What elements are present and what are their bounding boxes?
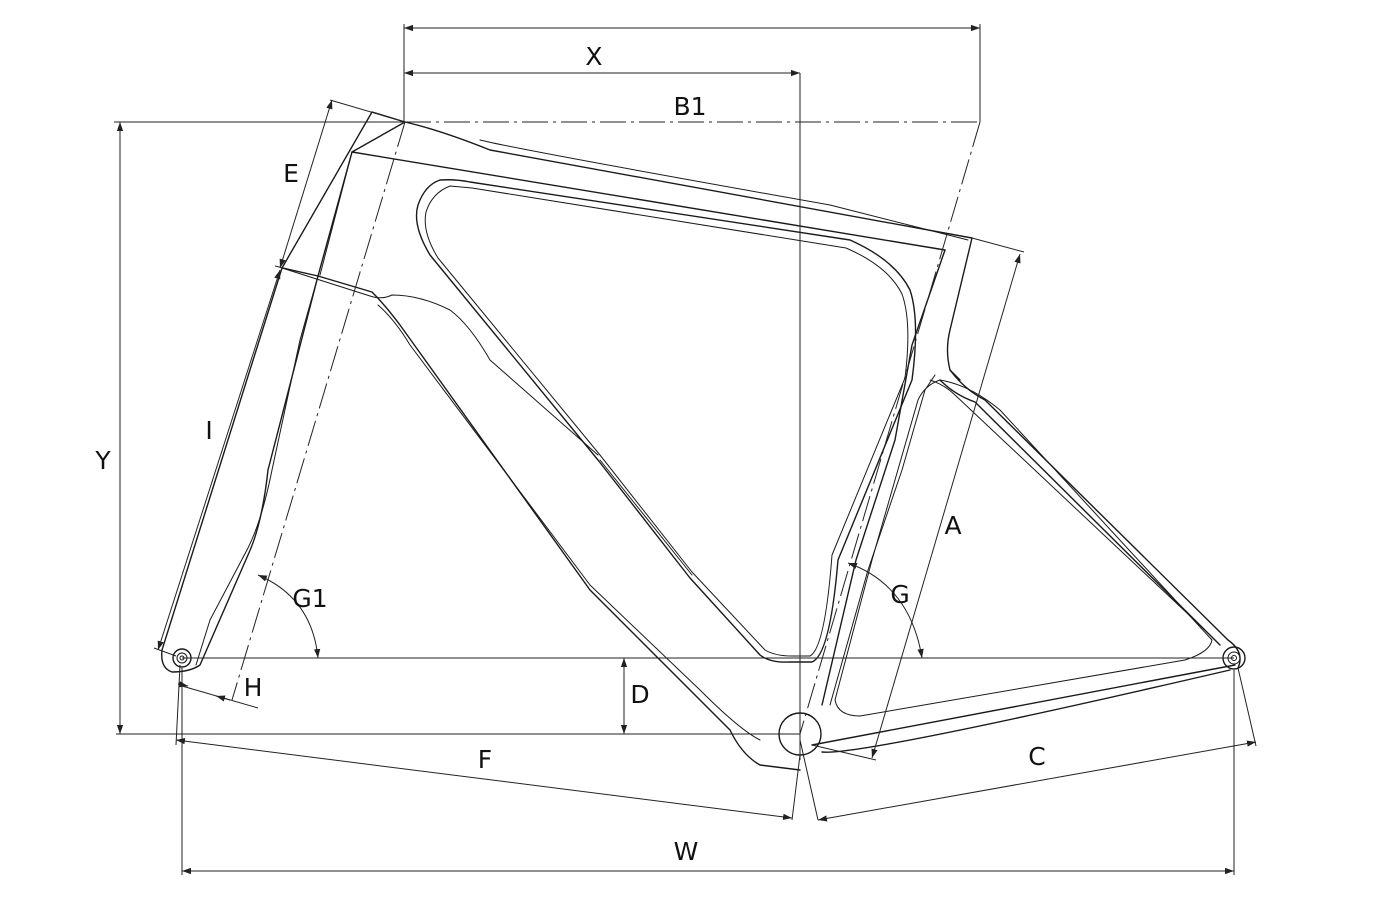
a-dim-line [871,253,1021,759]
bike-frame [161,111,1246,771]
i-ext-bottom [153,647,177,657]
label-e: E [283,159,299,188]
a-ext-bottom [811,744,877,761]
label-g1: G1 [292,584,327,613]
h-arrow [177,681,189,688]
head-tube-inner [319,151,353,276]
label-i: I [205,416,212,445]
label-g: G [890,580,909,609]
label-f: F [478,745,492,774]
h-arrow2 [215,695,231,702]
dimension-labels: X B1 E Y I G1 H D F W A G C [94,42,1045,866]
top-tube-inner [479,139,969,241]
label-h: H [244,673,263,702]
i-dim-line [157,269,281,651]
e-ext-top [329,99,406,123]
g-angle-arc [847,562,924,659]
seat-stay-inner [929,379,1206,631]
c-ext-left [799,739,819,821]
dimension-lines [114,24,1257,875]
seat-tube-axis [799,121,981,735]
head-tube-axis [231,121,406,701]
label-b1: B1 [673,92,706,121]
f-ext-left [175,664,181,746]
label-x: X [585,42,602,71]
e-dim-line [279,99,333,269]
label-d: D [630,680,649,709]
top-tube [351,121,973,251]
label-a: A [944,511,961,540]
label-y: Y [94,446,111,475]
down-tube [317,275,801,771]
down-tube-upper [281,267,693,576]
chain-stay [811,664,1236,753]
c-dim-line [817,740,1257,822]
label-c: C [1028,742,1045,771]
seat-stay [939,369,1241,669]
front-triangle-cutout [415,179,917,663]
f-ext-right [791,754,801,821]
a-ext-top [971,237,1025,253]
label-w: W [674,837,699,866]
c-ext-right [1237,667,1257,747]
f-dim-line [175,738,793,820]
down-tube-lower [377,304,761,741]
g1-angle-arc [257,574,321,659]
head-tube [281,111,406,277]
